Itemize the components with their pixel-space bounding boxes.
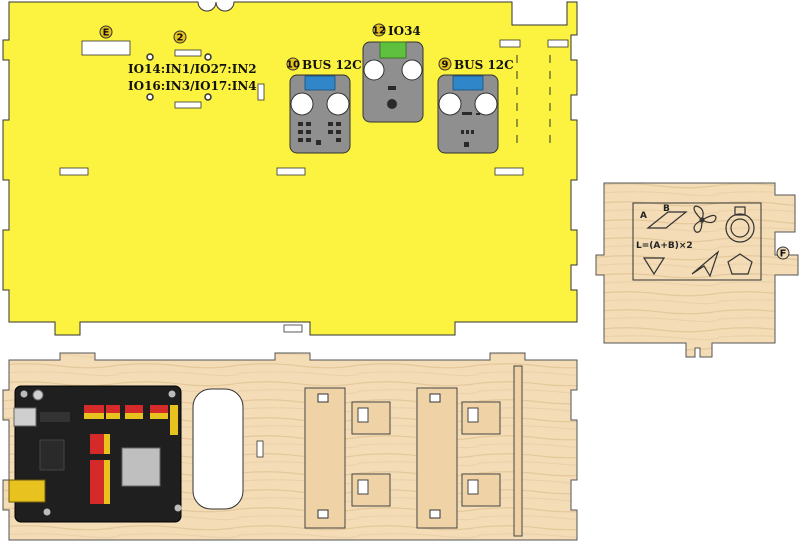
module-9-label: BUS 12C [454,58,514,72]
pin-line-1: IO14:IN1/IO27:IN2 [128,62,257,76]
paper-plane-icon [691,250,720,278]
svg-text:10: 10 [286,60,300,71]
engrave-formula: L=(A+B)×2 [636,241,693,251]
control-board [8,385,182,523]
engrave-a: A [640,211,647,221]
svg-text:E: E [103,28,110,39]
module-12-label: IO34 [388,24,421,38]
triangle-icon [642,257,666,276]
pin-line-2: IO16:IN3/IO17:IN4 [128,79,257,93]
parallelogram-icon [646,211,688,229]
module-12-io34: 12 IO34 [362,23,424,123]
marker-e: E [99,25,113,39]
engrave-b: B [663,204,670,214]
clip-a [351,401,501,507]
pin-headers-yellow [84,405,178,504]
module-9-bus-i2c: 9 BUS 12C [437,57,514,154]
esp32-module [121,447,161,487]
svg-text:2: 2 [177,33,184,44]
power-jack [8,479,46,503]
module-10-label: BUS 12C [302,58,362,72]
bulb-icon [725,206,755,243]
pin-headers-red [84,405,168,504]
marker-2: 2 [173,30,187,44]
pentagon-icon [727,253,753,275]
svg-text:9: 9 [442,60,449,71]
svg-text:F: F [780,249,787,260]
svg-text:12: 12 [372,26,386,37]
usb-port [13,407,37,427]
module-10-bus-i2c: 10 BUS 12C [286,57,362,154]
marker-f: F [776,246,790,260]
small-wood-panel: A B L=(A+B)×2 F [595,182,799,358]
yellow-panel [2,1,578,336]
fan-icon [693,205,717,233]
